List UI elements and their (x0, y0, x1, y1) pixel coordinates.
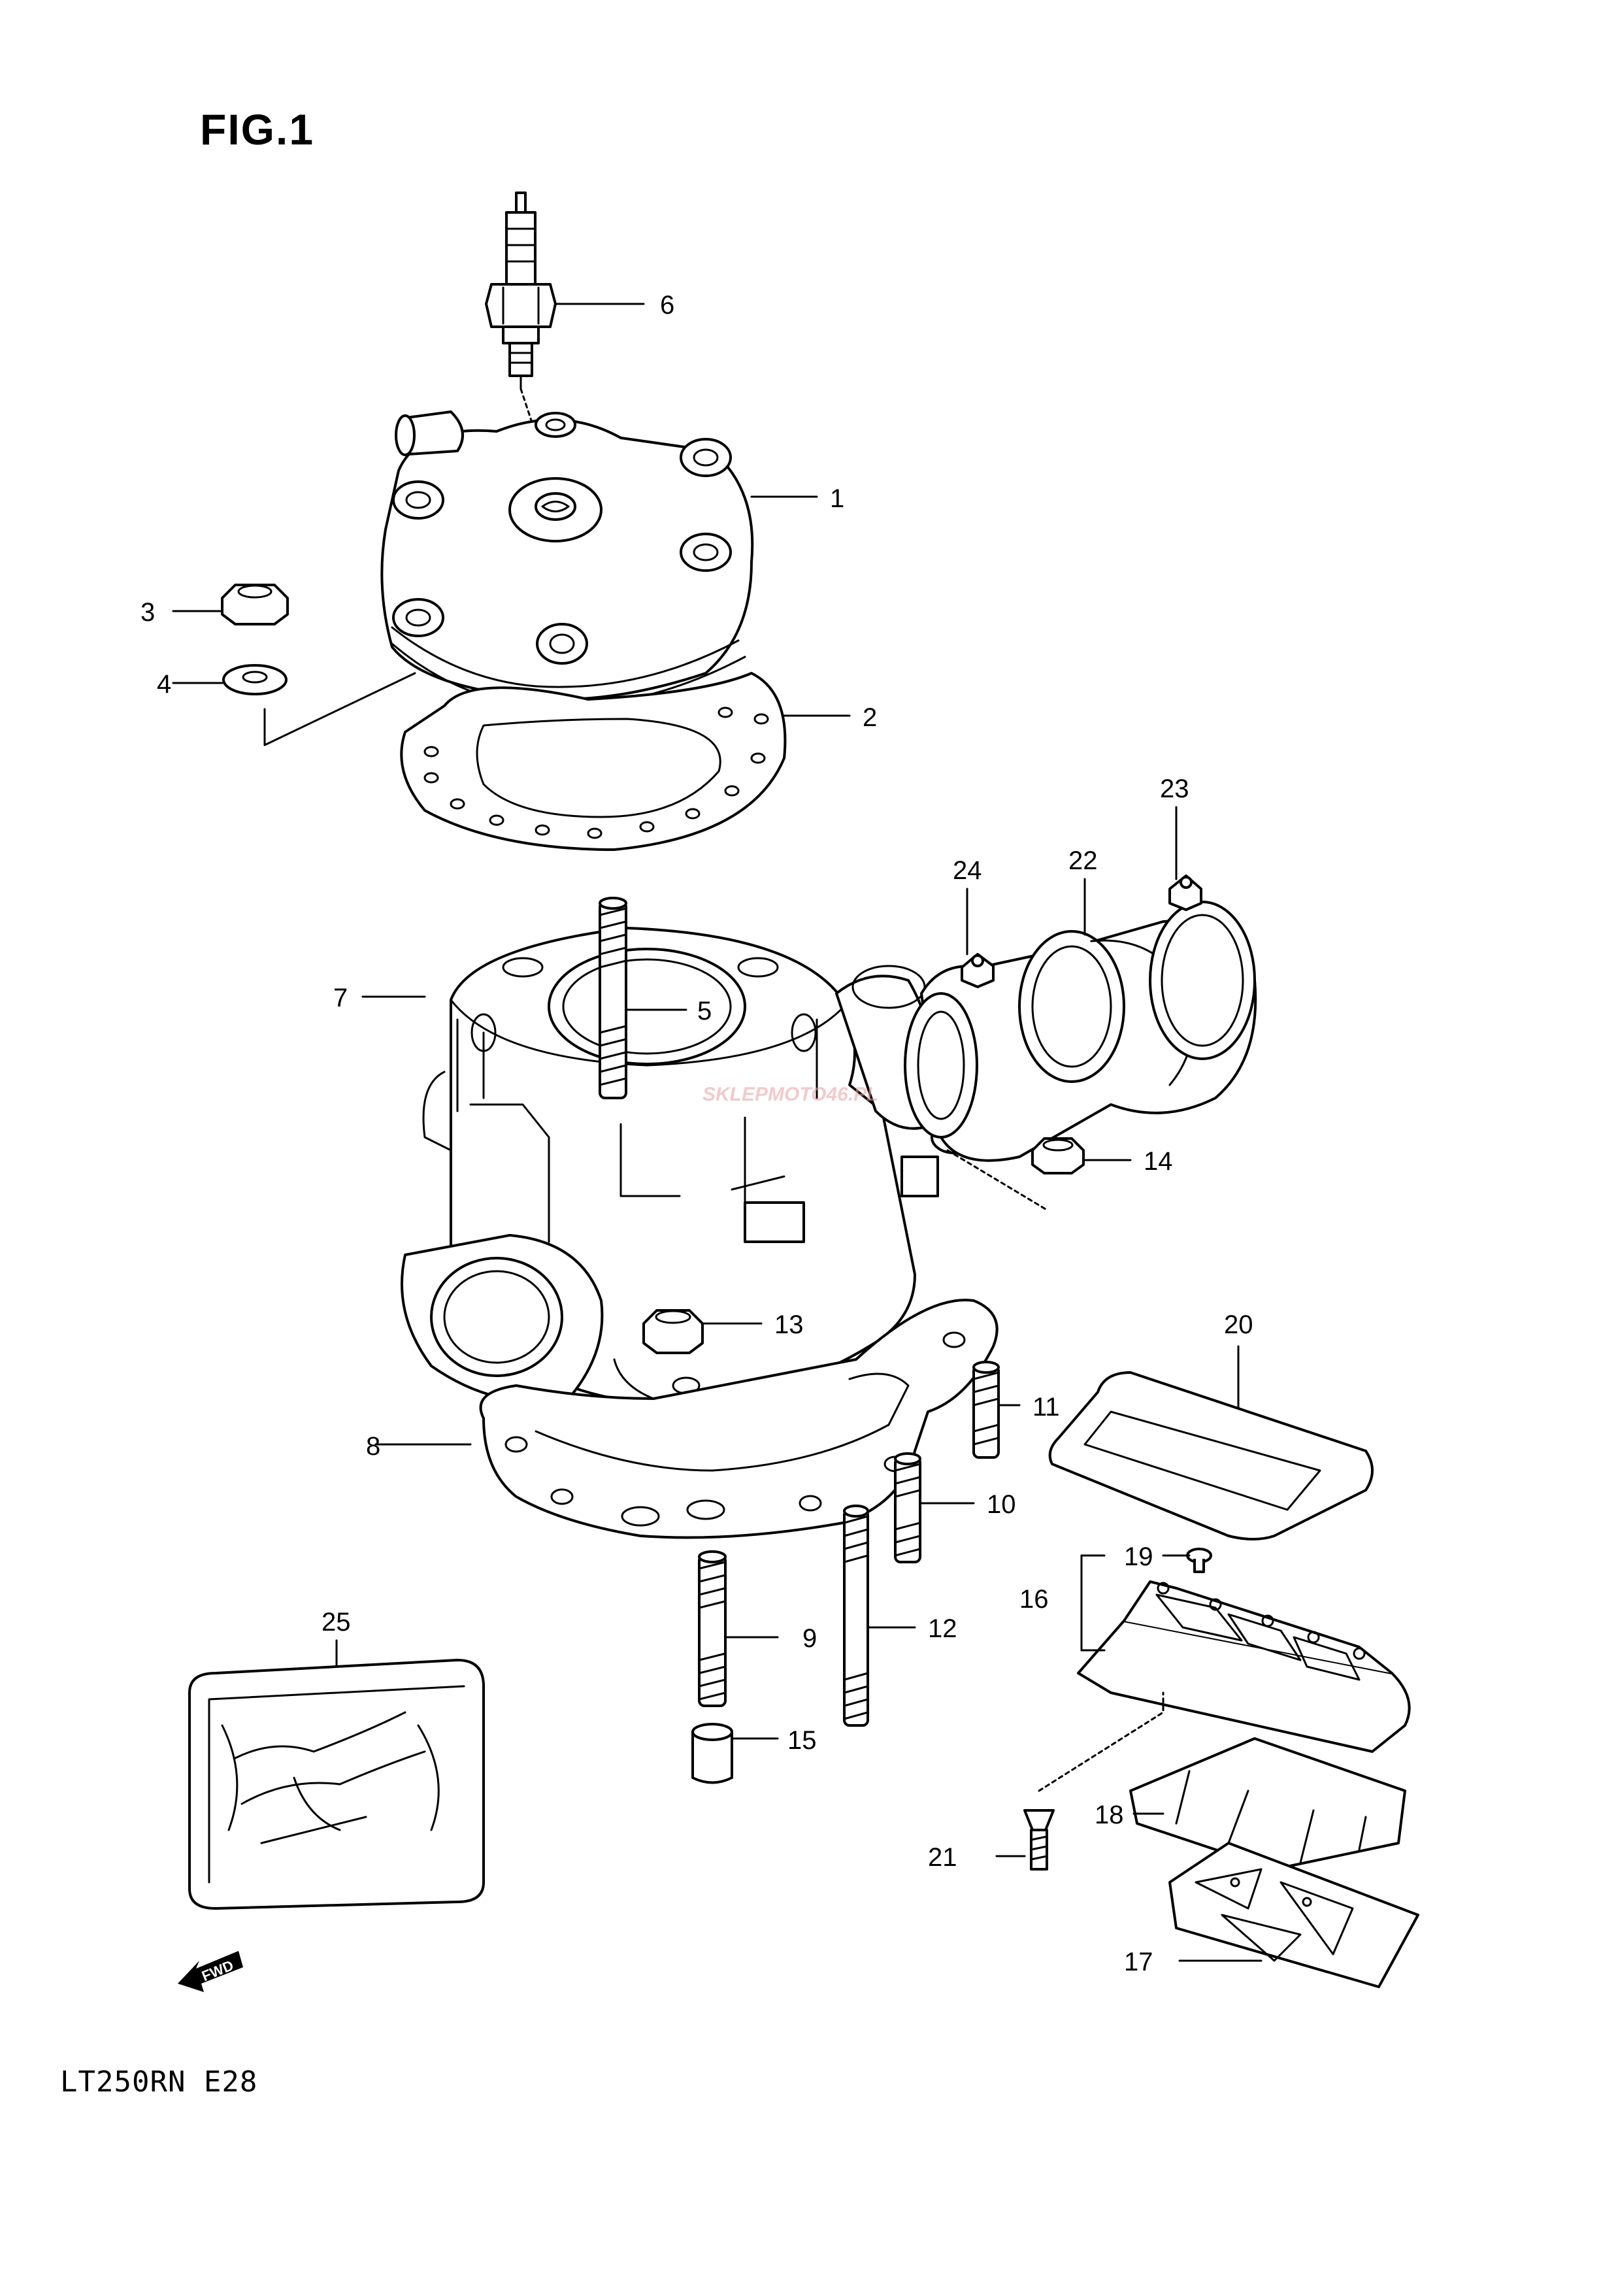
stud-12 (843, 1505, 869, 1727)
cylinder-nut (642, 1309, 704, 1354)
callout-12: 12 (928, 1614, 957, 1643)
callout-10: 10 (987, 1490, 1016, 1519)
stud-long-5 (599, 897, 627, 1099)
cylinder-base-gasket (479, 1299, 999, 1539)
stud-9 (698, 1550, 727, 1707)
figure-title: FIG.1 (200, 105, 315, 154)
callout-21: 21 (928, 1843, 957, 1872)
stud-11 (972, 1361, 1000, 1459)
callout-numbers: 1 2 3 4 5 6 7 8 9 10 11 12 13 14 15 16 1… (140, 291, 1253, 1976)
callout-3: 3 (140, 598, 155, 627)
spark-plug (485, 191, 557, 390)
callout-25: 25 (322, 1608, 351, 1637)
callout-4: 4 (157, 670, 171, 699)
intake-clamp-23 (1168, 874, 1202, 911)
forward-arrow-icon: FWD (178, 1951, 243, 1992)
reed-valve-assembly (1077, 1580, 1411, 1753)
callout-13: 13 (774, 1310, 804, 1339)
model-code: LT250RN E28 (60, 2065, 258, 2099)
callout-6: 6 (660, 291, 674, 320)
callout-8: 8 (366, 1432, 380, 1461)
callout-18: 18 (1095, 1801, 1124, 1829)
reed-stopper (1168, 1842, 1419, 1988)
intake-pipe (904, 901, 1257, 1162)
head-washer (222, 664, 288, 695)
callout-22: 22 (1068, 846, 1098, 875)
callout-5: 5 (697, 997, 712, 1025)
callout-17: 17 (1124, 1948, 1153, 1976)
callout-19: 19 (1124, 1542, 1153, 1571)
callout-24: 24 (953, 856, 982, 885)
callout-16: 16 (1019, 1585, 1049, 1614)
intake-nut (1031, 1137, 1085, 1174)
reed-petals (1129, 1737, 1406, 1871)
dowel-pin (691, 1723, 733, 1784)
reed-valve-gasket (1048, 1371, 1374, 1540)
head-nut (221, 584, 289, 625)
callout-2: 2 (863, 703, 877, 732)
callout-7: 7 (333, 984, 348, 1012)
callout-20: 20 (1224, 1310, 1253, 1339)
callout-23: 23 (1160, 774, 1189, 803)
callout-1: 1 (830, 484, 844, 513)
stud-10 (894, 1452, 921, 1563)
leader-lines (172, 303, 1263, 1962)
callout-11: 11 (1032, 1393, 1060, 1422)
screw-19 (1186, 1548, 1212, 1573)
callout-9: 9 (802, 1624, 817, 1653)
gasket-set (188, 1659, 485, 1910)
callout-15: 15 (787, 1726, 817, 1755)
watermark: SKLEPMOTO46.PL (702, 1084, 879, 1105)
callout-14: 14 (1144, 1147, 1173, 1176)
screw-21 (1023, 1809, 1055, 1871)
head-gasket (400, 672, 787, 851)
intake-clamp-24 (961, 953, 995, 988)
cylinder-head (380, 410, 754, 708)
